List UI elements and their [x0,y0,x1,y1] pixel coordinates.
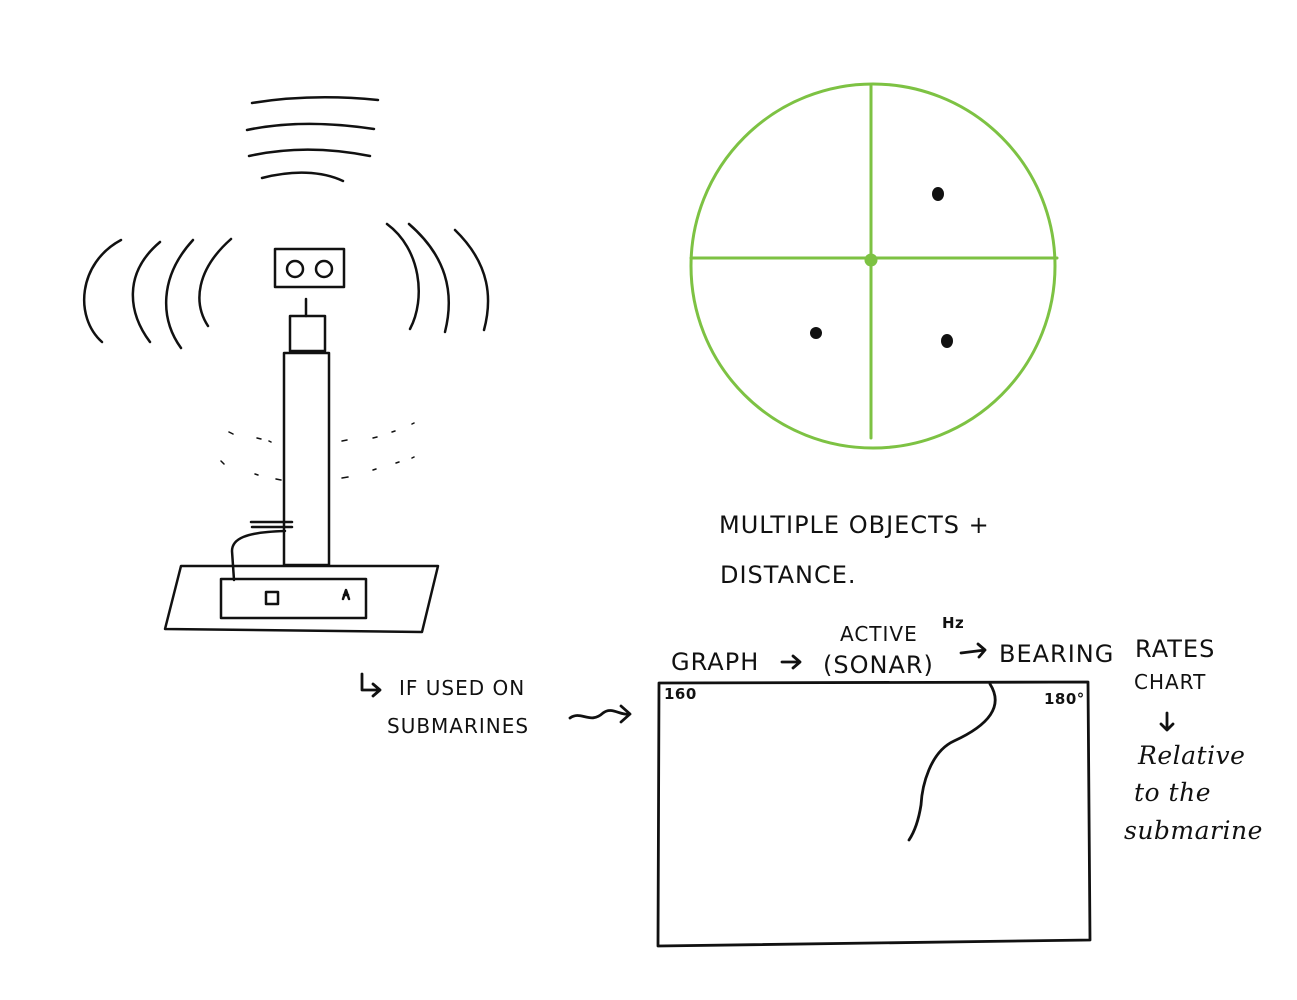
relative-word: Relative [1138,741,1246,770]
panel-button [264,590,280,606]
dash-r1 [341,422,415,442]
sensor-eye-right [314,259,334,279]
arrow-submarines-graph [568,704,632,724]
radar-ring [689,82,1057,450]
radar-center [864,253,878,267]
graph-right-scale-label: 180° [1044,690,1085,708]
if-used-on-text: IF USED ON [399,676,526,700]
multiple-objects-text: MULTIPLE OBJECTS + [719,511,990,539]
arrow-active-bearing [959,642,987,659]
bearing-trace [907,682,997,842]
active-word: ACTIVE [840,622,918,646]
left-wave-3 [165,238,195,350]
submarine-word: submarine [1124,816,1263,845]
right-wave-1 [385,222,420,331]
left-wave-4 [198,237,233,328]
hz-label: Hz [942,614,965,632]
arrow-chart-relative [1159,711,1175,732]
dash-l1 [228,431,272,443]
top-wave-1 [250,96,380,105]
top-wave-3 [247,148,372,158]
right-wave-2 [407,222,451,334]
target-3 [941,334,953,348]
target-1 [932,187,944,201]
graph-left-scale-label: 160 [664,685,697,703]
sensor-box [273,247,346,289]
dash-l2 [220,460,282,481]
graph-diagram [360,642,1175,948]
sonar-word: (SONAR) [823,651,934,679]
distance-text: DISTANCE. [720,561,857,589]
sensor-eye-left [285,259,305,279]
top-wave-4 [260,171,345,183]
bearing-word: BEARING [999,640,1115,668]
to-the-words: to the [1134,778,1211,807]
left-wave-1 [82,238,123,344]
tower-cap [288,314,327,353]
arrow-graph-active [780,654,802,670]
right-wave-3 [453,228,490,332]
cable [230,529,287,582]
chart-word: CHART [1134,670,1207,694]
left-wave-2 [131,240,162,344]
target-2 [810,327,822,339]
rates-word: RATES [1135,635,1216,663]
graph-frame [656,680,1092,948]
radar-scope-icon [689,82,1059,450]
base-plate [163,564,440,634]
tower-column [282,351,331,567]
submarines-text: SUBMARINES [387,714,530,738]
dash-r2 [341,456,415,479]
panel-a-mark [341,588,351,601]
graph-word: GRAPH [671,648,760,676]
top-wave-2 [245,122,376,132]
control-panel [219,577,368,620]
radar-targets [810,187,953,348]
elbow-arrow [360,672,382,698]
sonar-tower-icon [82,96,490,634]
